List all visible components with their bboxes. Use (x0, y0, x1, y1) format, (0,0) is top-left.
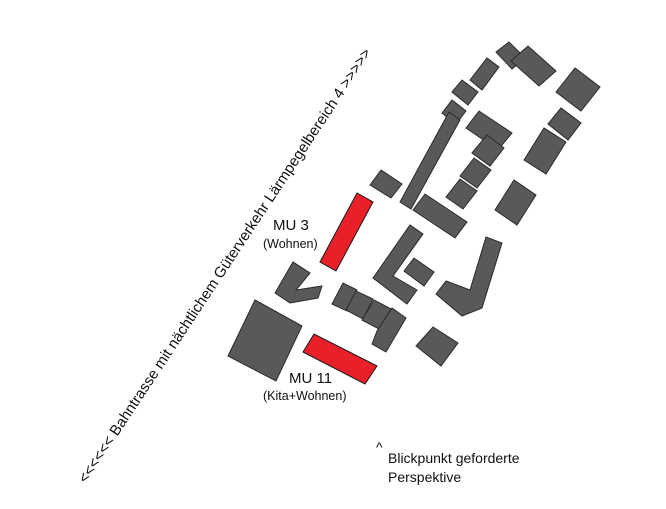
building (471, 134, 505, 167)
zone-mu3-building (319, 192, 374, 272)
building (451, 79, 479, 106)
building-blocks (227, 41, 601, 382)
building (510, 45, 557, 87)
building (331, 282, 358, 312)
zone-mu3-label: MU 3 (Wohnen) (263, 217, 318, 251)
zone-mu3-use: (Wohnen) (263, 237, 318, 251)
building (412, 193, 468, 239)
building (555, 67, 601, 112)
viewpoint: ^ Blickpunkt geforderte Perspektive (376, 439, 520, 485)
building (547, 107, 582, 141)
zone-mu3-name: MU 3 (273, 217, 309, 234)
zone-mu11-name: MU 11 (289, 370, 332, 387)
building (445, 178, 478, 210)
viewpoint-caption-line2: Perspektive (388, 469, 461, 485)
zone-mu11-label: MU 11 (Kita+Wohnen) (263, 370, 347, 403)
building (494, 179, 537, 226)
zone-mu11-building (302, 333, 378, 385)
highlighted-zones (302, 192, 378, 385)
zone-mu11-use: (Kita+Wohnen) (263, 389, 347, 403)
building (399, 111, 461, 210)
building (372, 224, 424, 305)
building (459, 157, 492, 189)
building (523, 127, 567, 175)
building (469, 57, 500, 91)
building (415, 326, 459, 367)
building (435, 236, 503, 317)
viewpoint-caption-line1: Blickpunkt geforderte (388, 450, 520, 466)
building (274, 261, 323, 304)
building (403, 257, 435, 287)
building (371, 307, 407, 353)
viewpoint-marker: ^ (376, 439, 383, 455)
building (369, 169, 403, 199)
building (227, 299, 303, 382)
